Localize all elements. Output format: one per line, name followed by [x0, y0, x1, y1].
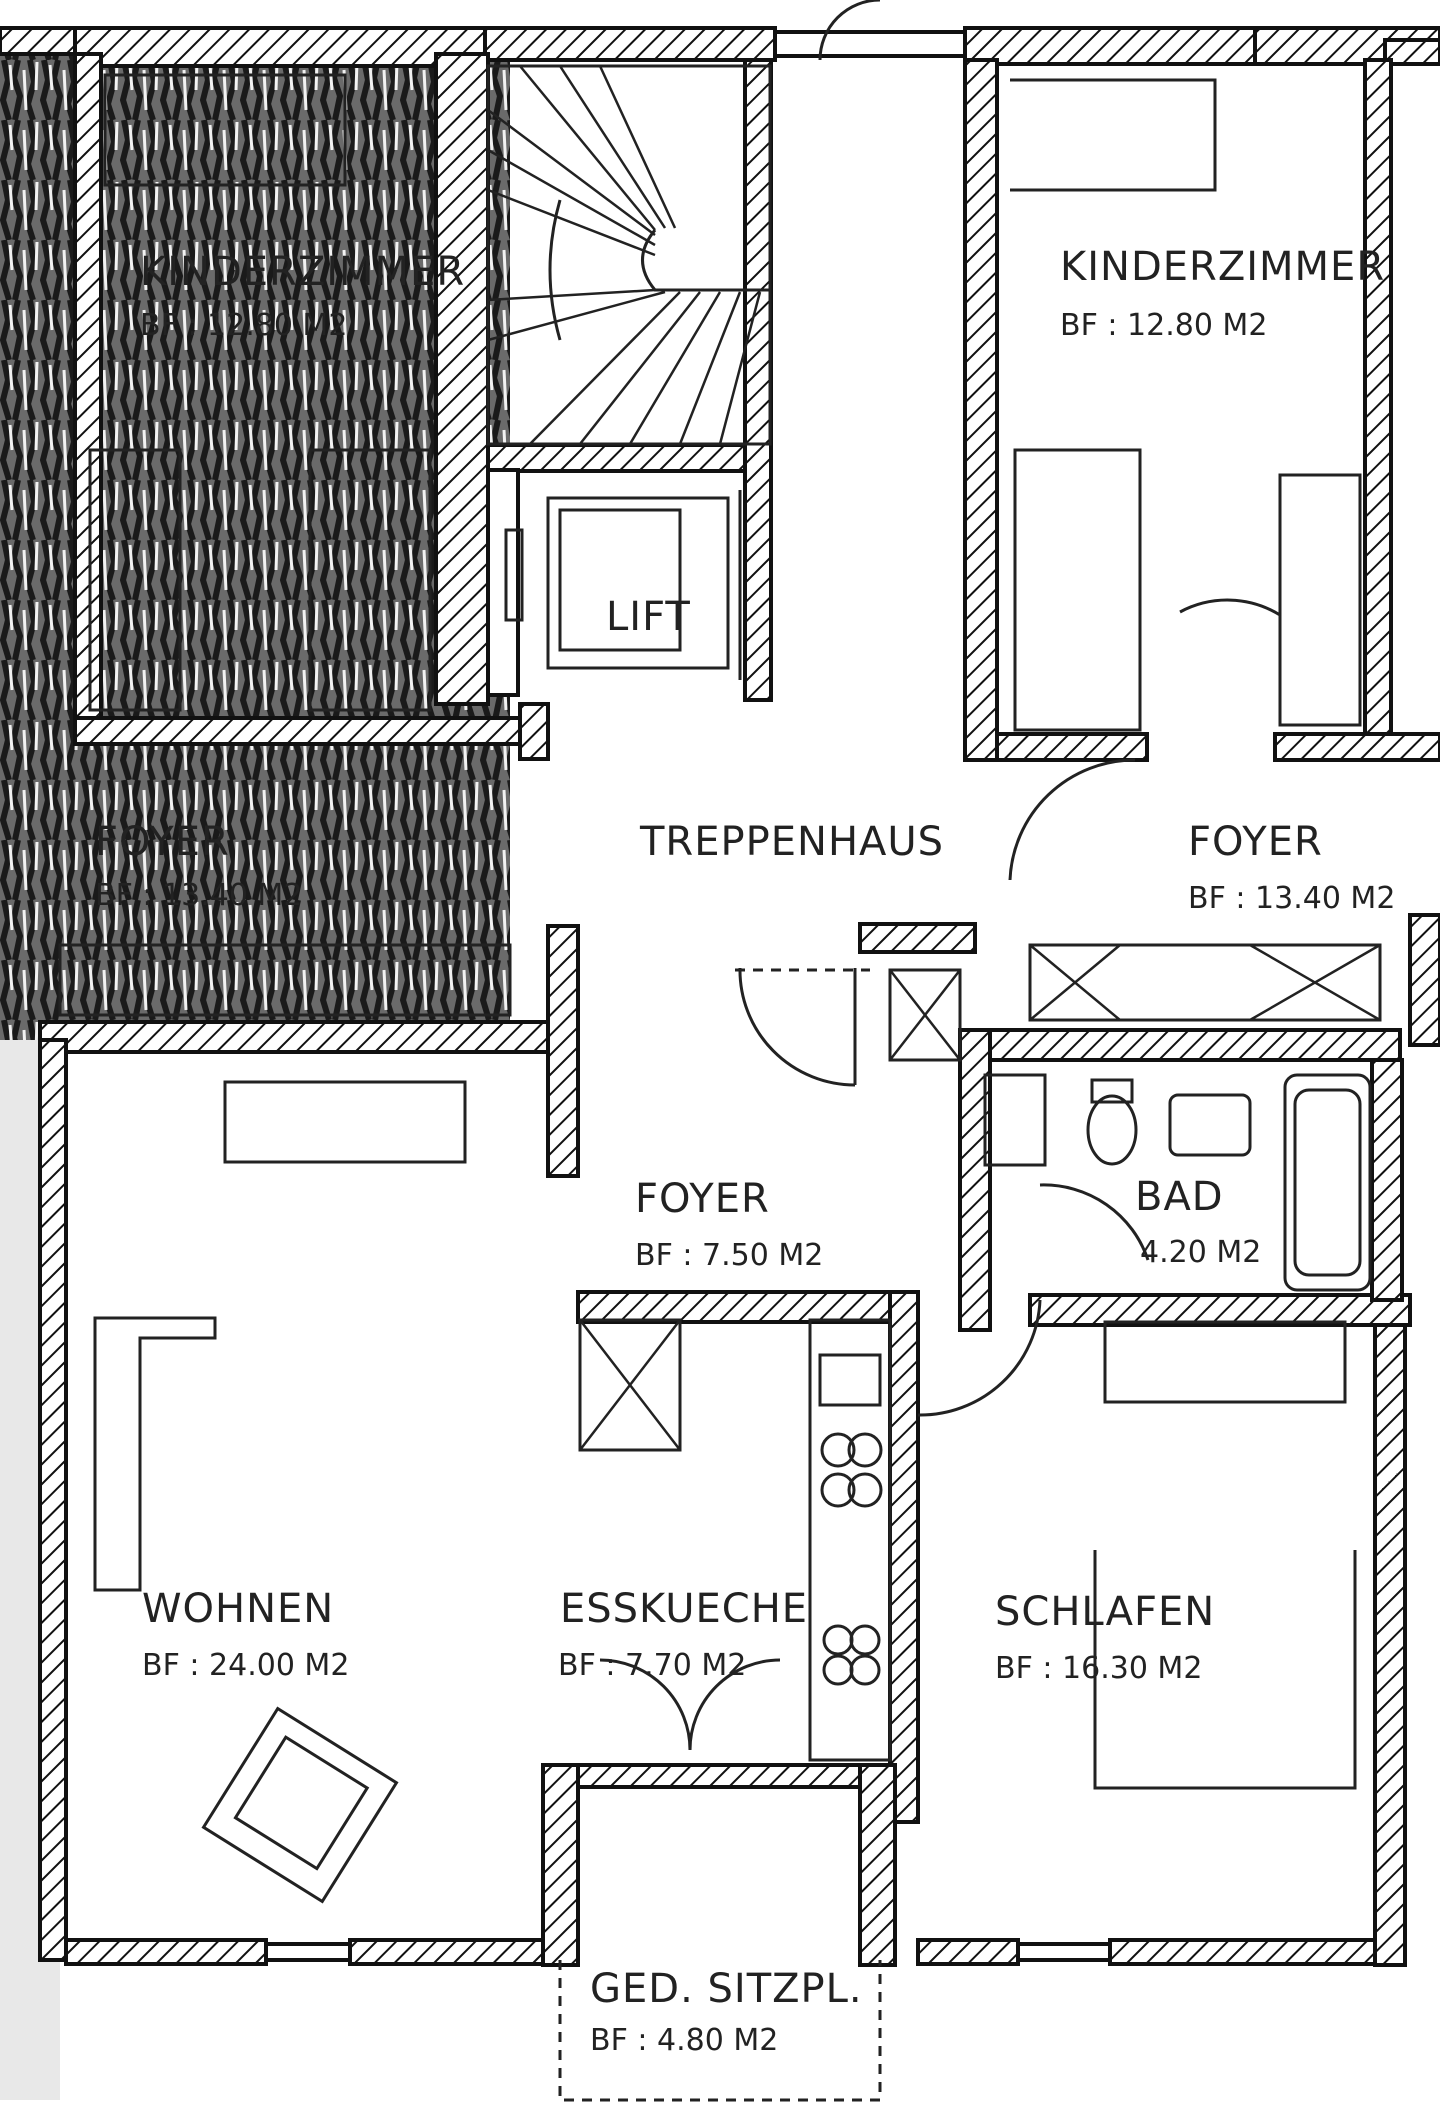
room-name-kinderzimmer-right: KINDERZIMMER: [1060, 244, 1385, 290]
lift-shaft: [504, 490, 742, 680]
wardrobes: [58, 943, 1382, 1452]
room-area-kinderzimmer-right: BF : 12.80 M2: [1060, 308, 1267, 343]
room-area-sitzplatz: BF : 4.80 M2: [590, 2023, 778, 2058]
room-name-sitzplatz: GED. SITZPL.: [590, 1966, 863, 2012]
windows: [264, 30, 1112, 1962]
dashed-outlines: [558, 968, 882, 2102]
bathroom-fixtures: [983, 1073, 1372, 1292]
room-labels: KINDERZIMMER BF : 12.80 M2 KINDERZIMMER …: [95, 244, 1395, 2058]
room-name-esskueche: ESSKUECHE: [560, 1586, 808, 1632]
room-name-schlafen: SCHLAFEN: [995, 1589, 1215, 1635]
furniture: [88, 73, 1362, 1904]
doors: [599, 0, 1281, 1751]
room-area-foyer-right: BF : 13.40 M2: [1188, 881, 1395, 916]
room-area-foyer-center: BF : 7.50 M2: [635, 1238, 823, 1273]
kitchen-counter: [808, 1318, 892, 1762]
room-area-foyer-left: BF : 13.40 M2: [95, 878, 302, 913]
room-area-esskueche: BF : 7.70 M2: [558, 1648, 746, 1683]
walls: [0, 26, 1440, 1967]
room-name-bad: BAD: [1135, 1174, 1224, 1220]
room-area-wohnen: BF : 24.00 M2: [142, 1648, 349, 1683]
room-name-foyer-left: FOYER: [95, 819, 230, 865]
staircase: [486, 64, 772, 446]
room-name-kinderzimmer-left: KINDERZIMMER: [140, 249, 465, 295]
room-area-schlafen: BF : 16.30 M2: [995, 1651, 1202, 1686]
room-name-wohnen: WOHNEN: [142, 1586, 334, 1632]
room-name-foyer-right: FOYER: [1188, 819, 1323, 865]
room-area-kinderzimmer-left: BF : 12.80 M2: [140, 308, 347, 343]
room-area-bad: 4.20 M2: [1140, 1235, 1261, 1270]
room-name-treppenhaus: TREPPENHAUS: [639, 819, 944, 865]
room-name-lift: LIFT: [606, 594, 691, 640]
room-name-foyer-center: FOYER: [635, 1176, 770, 1222]
